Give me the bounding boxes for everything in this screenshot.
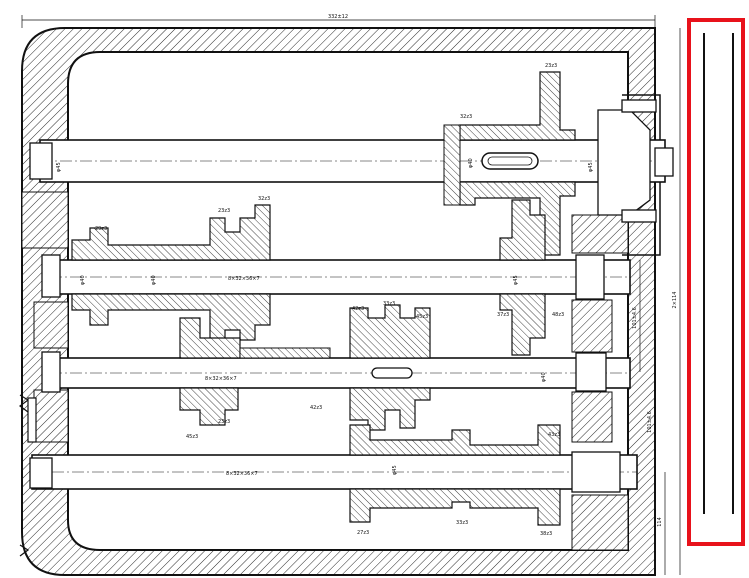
- gear-label: 37z3: [497, 312, 509, 318]
- spacing-dimension-2: 101±4.6: [647, 411, 653, 433]
- shaft-4: [31, 454, 638, 490]
- diameter-label: φ45: [513, 275, 519, 285]
- gear-label: 42z3: [352, 306, 364, 312]
- gear-label: 27z3: [357, 530, 369, 536]
- left-side-fittings: [19, 394, 37, 557]
- diameter-label: φ40: [468, 158, 474, 168]
- gear-label: 23z3: [545, 63, 557, 69]
- gear-label: 33z3: [383, 301, 395, 307]
- gear-shaft1: [443, 71, 576, 256]
- overall-height-dimension: 2×114: [672, 292, 678, 309]
- gear-label: 33z3: [456, 520, 468, 526]
- overall-width-dimension: 332±12: [328, 14, 348, 20]
- gear-cluster-shaft3-left: [179, 317, 331, 426]
- gear-right-shaft2: [499, 199, 546, 356]
- gear-label: 48z3: [552, 312, 564, 318]
- gear-cluster-shaft3-right: [349, 304, 431, 431]
- diameter-label: φ45: [56, 162, 62, 172]
- gearbox-housing: [21, 27, 661, 576]
- bearings: [29, 99, 674, 493]
- diameter-label: φ40: [80, 275, 86, 285]
- gear-label: 42z3: [310, 405, 322, 411]
- shaft-spec-label: 8×32×36×7: [228, 276, 260, 282]
- gear-label: 29z3: [95, 226, 107, 232]
- gear-label: 45z3: [186, 434, 198, 440]
- side-view-panel[interactable]: [687, 18, 745, 546]
- diameter-label: φ40: [151, 275, 157, 285]
- gear-label: 43z3: [548, 432, 560, 438]
- shaft-spec-label: 8×32×36×7: [226, 471, 258, 477]
- shaft-2: [49, 259, 631, 295]
- diameter-label: φ45: [392, 465, 398, 475]
- dimension-lines: [21, 15, 681, 575]
- gear-label: 45z3: [416, 314, 428, 320]
- bottom-dimension: 114: [657, 517, 663, 527]
- diameter-label: φ45: [588, 162, 594, 172]
- shaft-spec-label: 8×32×36×7: [205, 376, 237, 382]
- gear-label: 32z3: [258, 196, 270, 202]
- gear-label: 32z3: [460, 114, 472, 120]
- gear-label: 23z3: [218, 419, 230, 425]
- diameter-label: φ40: [541, 372, 547, 382]
- shaft-1: [39, 139, 666, 183]
- gear-cluster-shaft4: [349, 424, 561, 526]
- shaft-3: [49, 357, 631, 389]
- gear-label: 23z3: [218, 208, 230, 214]
- gear-label: 38z3: [540, 531, 552, 537]
- spacing-dimension-1: 101±4.6: [632, 307, 638, 329]
